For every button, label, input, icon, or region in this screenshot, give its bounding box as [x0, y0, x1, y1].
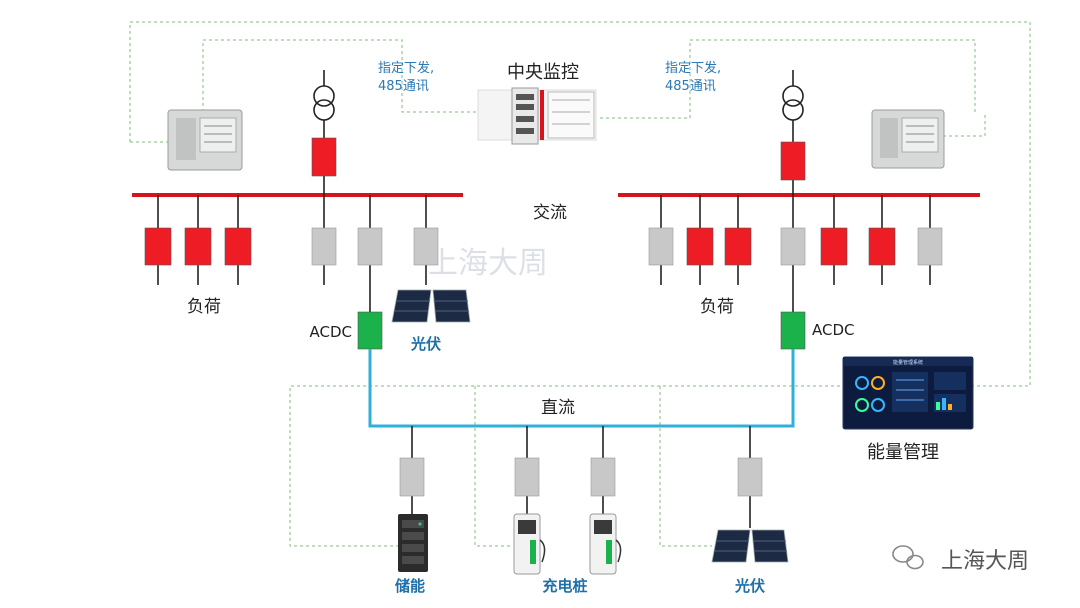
instruction-right-line1: 指定下发, — [665, 60, 721, 76]
comm-line-right-meter — [943, 112, 986, 137]
acdc-converter-right — [780, 311, 806, 350]
energy-management-label: 能量管理 — [867, 442, 939, 463]
load-breaker-right-1 — [686, 227, 714, 266]
transformer-left — [313, 70, 335, 195]
load-breaker-left-2 — [184, 227, 212, 266]
transformer-right — [782, 70, 804, 195]
load-breaker-left-3 — [224, 227, 252, 266]
breaker-storage — [399, 457, 425, 497]
solar-panel-top-icon — [391, 289, 471, 323]
central-monitoring-label: 中央监控 — [507, 62, 579, 83]
comm-line-outer — [129, 21, 1031, 387]
ems-screen-title: 能量管理系统 — [893, 359, 923, 366]
breaker-pv-dc — [737, 457, 763, 497]
breaker-idle-right-1 — [648, 227, 674, 266]
feeders-left — [157, 195, 427, 312]
breaker-charger-2 — [590, 457, 616, 497]
instruction-right-line2: 485通讯 — [665, 79, 716, 94]
dc-bus — [368, 349, 795, 428]
central-plc-icon — [477, 87, 597, 145]
ev-charger-2-icon — [589, 513, 622, 575]
comm-line-left-inner — [202, 39, 478, 113]
wechat-brand-label: 上海大周 — [941, 549, 1029, 574]
load-breaker-right-3 — [820, 227, 848, 266]
communication-lines — [129, 21, 1031, 547]
load-breaker-right-4 — [868, 227, 896, 266]
acdc-right-label: ACDC — [812, 321, 855, 339]
meter-cabinet-left-icon — [167, 109, 243, 171]
breaker-charger-1 — [514, 457, 540, 497]
solar-panel-bottom-icon — [711, 529, 789, 563]
comm-line-charger — [474, 386, 510, 547]
breaker-acdc-left — [357, 227, 383, 266]
pv-top-label: 光伏 — [410, 335, 441, 353]
breaker-main-right — [780, 141, 806, 181]
comm-line-right-inner — [600, 39, 976, 119]
instruction-left-line1: 指定下发, — [378, 60, 434, 76]
ev-charger-1-icon — [513, 513, 546, 575]
meter-cabinet-right-icon — [871, 109, 945, 169]
load-breaker-left-1 — [144, 227, 172, 266]
acdc-converter-left — [357, 311, 383, 350]
comm-line-pv — [659, 386, 712, 547]
load-left-label: 负荷 — [187, 297, 221, 317]
wechat-icon — [892, 545, 924, 570]
pv-bottom-label: 光伏 — [734, 577, 765, 595]
comm-line-storage — [289, 385, 840, 547]
instruction-left-line2: 485通讯 — [378, 79, 429, 94]
breaker-main-left — [311, 137, 337, 177]
energy-management-screen-icon: 能量管理系统 — [842, 356, 974, 430]
breaker-idle-right-2 — [917, 227, 943, 266]
dc-label: 直流 — [541, 398, 575, 418]
watermark: 上海大周 — [428, 246, 548, 281]
feeders-dc — [411, 426, 751, 528]
storage-label: 储能 — [395, 577, 425, 595]
load-breaker-right-2 — [724, 227, 752, 266]
battery-cabinet-icon — [398, 514, 428, 572]
feeders-right — [660, 195, 931, 312]
charging-label: 充电桩 — [542, 577, 587, 595]
load-right-label: 负荷 — [700, 297, 734, 317]
ac-label: 交流 — [533, 203, 567, 223]
breaker-acdc-right — [780, 227, 806, 266]
breaker-idle-left-1 — [311, 227, 337, 266]
breaker-pv-left — [413, 227, 439, 266]
acdc-left-label: ACDC — [310, 323, 353, 341]
